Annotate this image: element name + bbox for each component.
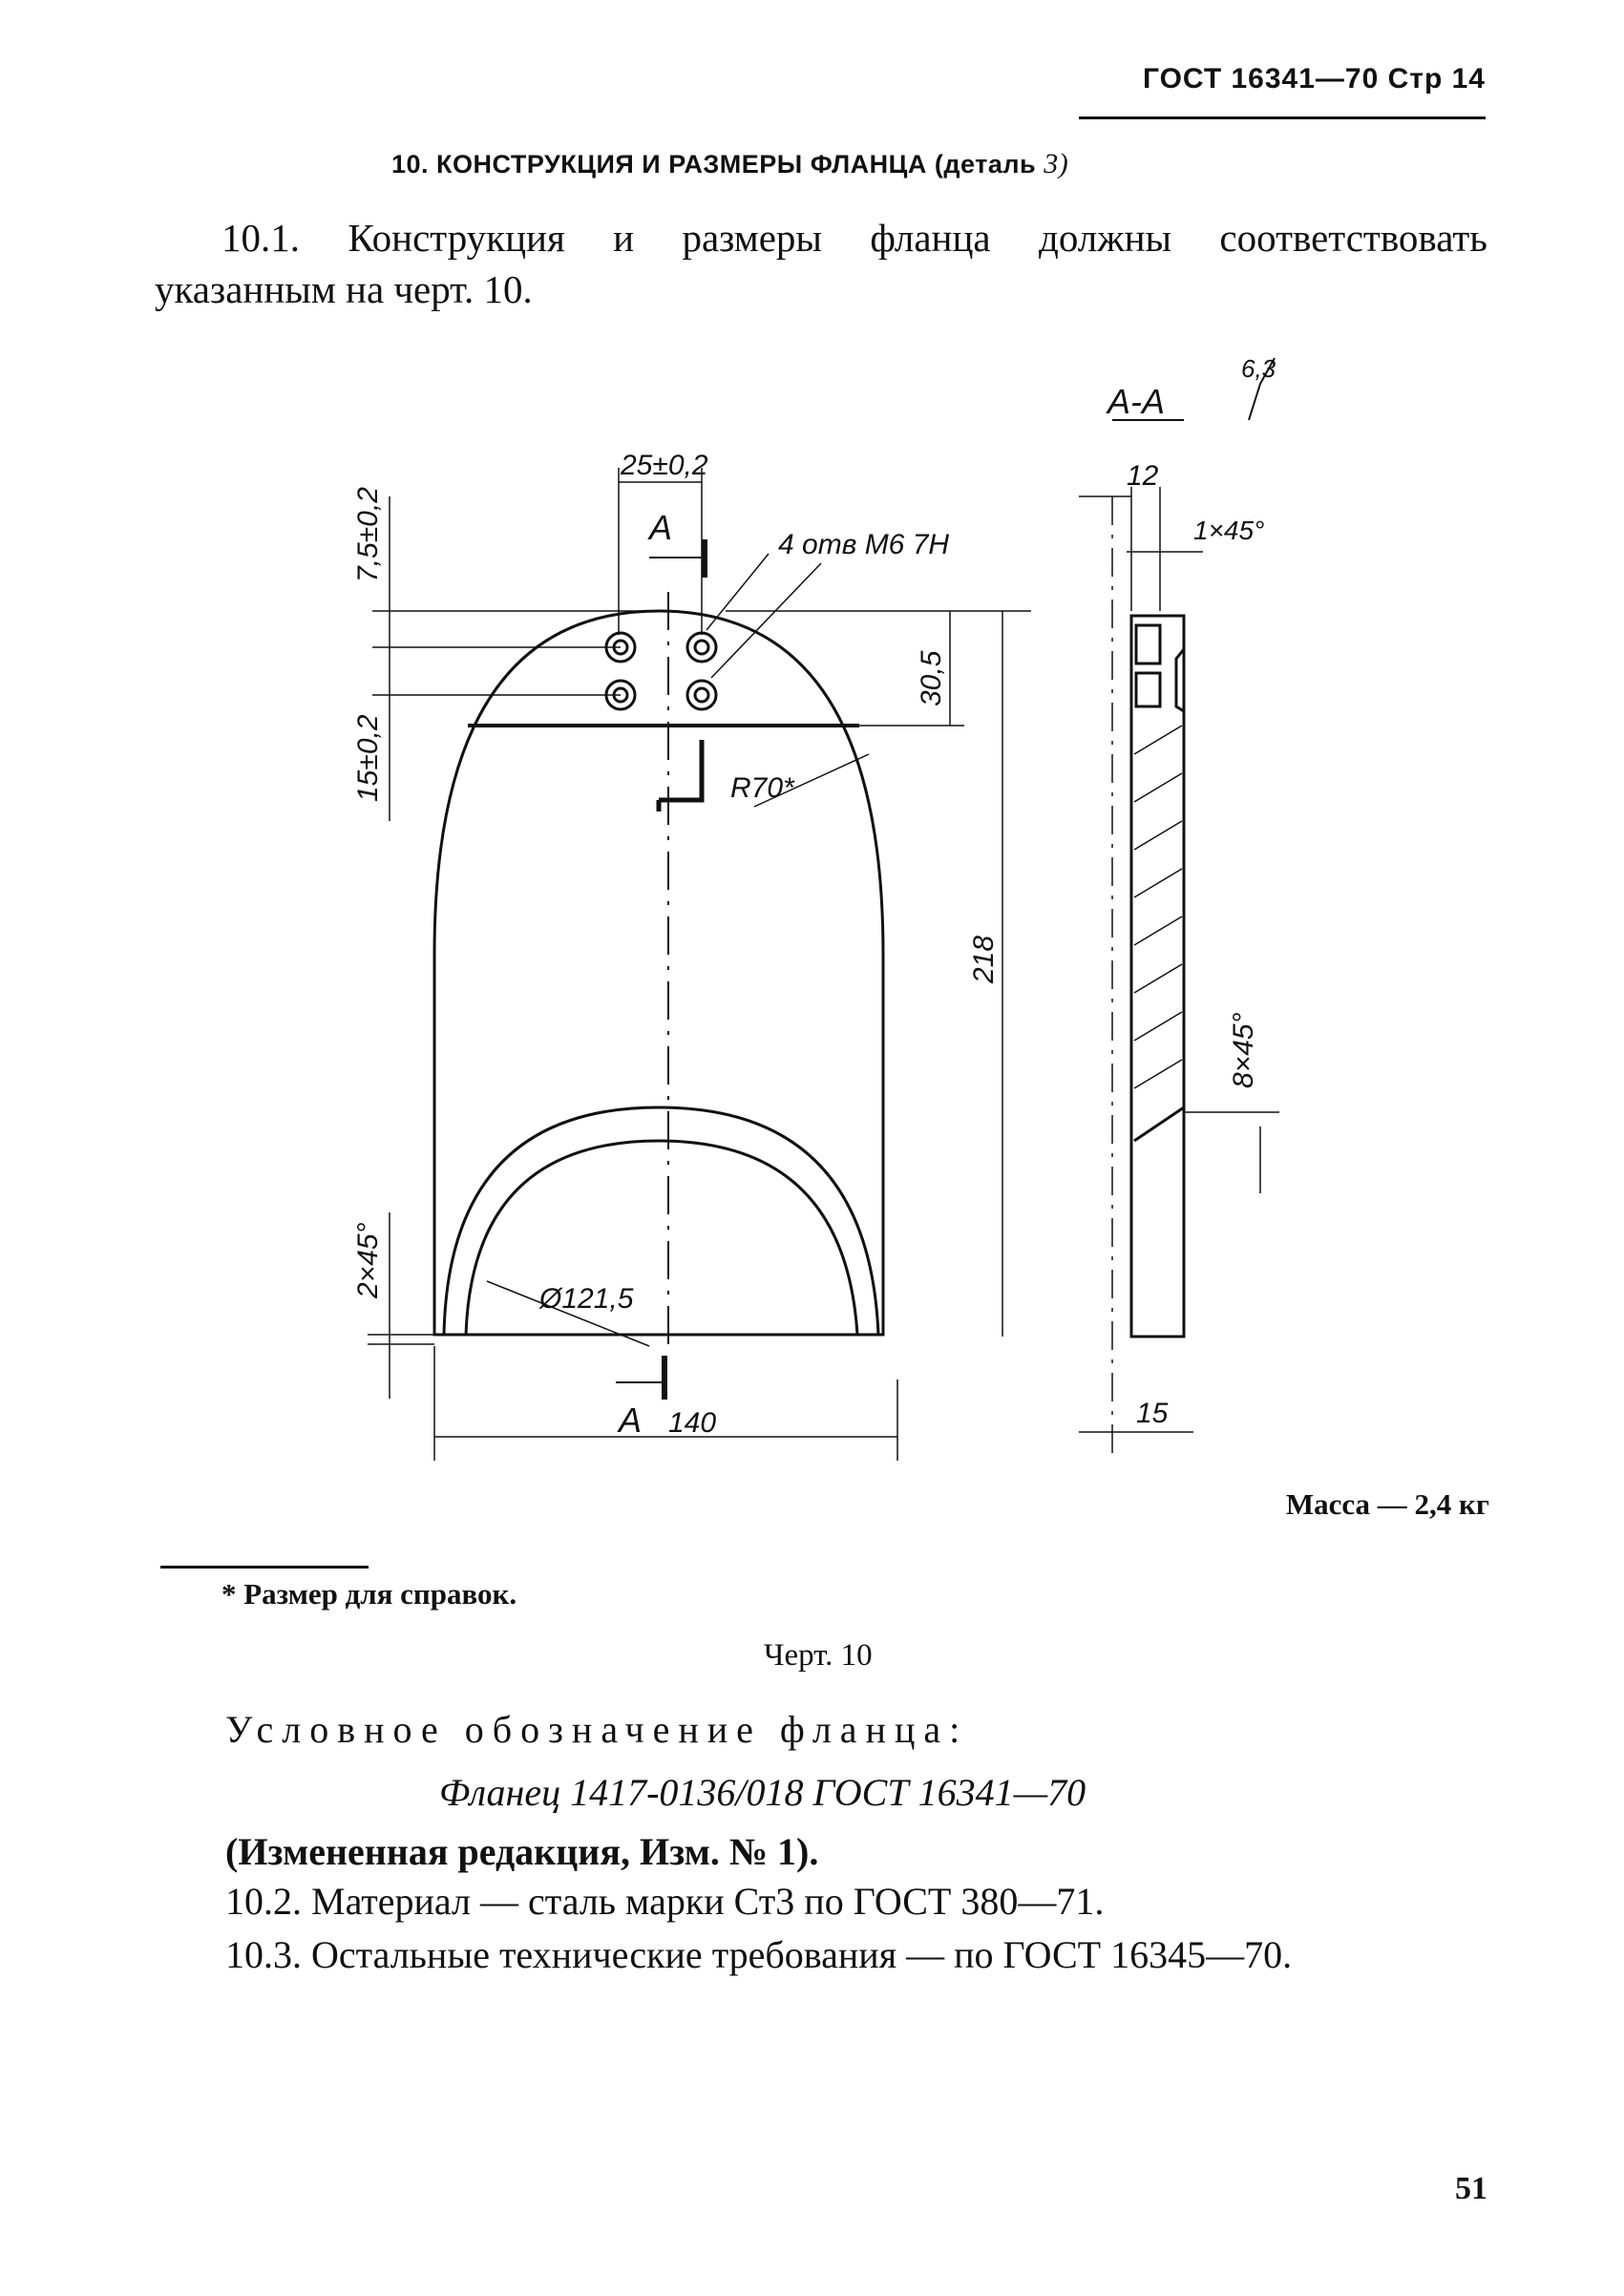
changed-edition-note: (Измененная редакция, Изм. № 1). bbox=[225, 1830, 819, 1873]
technical-drawing: 25±0,2 А 4 отв М6 7Н 7,5±0,2 15±0,2 30,5… bbox=[352, 354, 1279, 1461]
dim-width-half: 140 bbox=[668, 1407, 716, 1439]
figure-caption: Черт. 10 bbox=[764, 1638, 873, 1673]
paragraph-10-1-line2: указанным на черт. 10. bbox=[155, 267, 533, 311]
inner-arch-outer bbox=[442, 1106, 880, 1336]
mass-note: Масса — 2,4 кг bbox=[1285, 1487, 1489, 1521]
dim-height: 218 bbox=[968, 936, 1000, 984]
inner-arch-inner bbox=[464, 1139, 859, 1336]
designation-label: Условное обозначение фланца: bbox=[225, 1708, 969, 1751]
dim-segment: 30,5 bbox=[916, 650, 947, 706]
paragraph-10-1-line1: 10.1. Конструкция и размеры фланца должн… bbox=[221, 216, 1487, 260]
section-title-text: 10. КОНСТРУКЦИЯ И РАЗМЕРЫ ФЛАНЦА (деталь bbox=[391, 150, 1037, 179]
dim-hole-spacing: 15±0,2 bbox=[352, 714, 384, 802]
dim-thickness-top: 12 bbox=[1127, 460, 1159, 492]
cut-mark-bottom: А bbox=[617, 1401, 642, 1440]
dim-width-holes: 25±0,2 bbox=[620, 450, 708, 481]
dim-radius: R70* bbox=[730, 772, 795, 804]
section-title: 10. КОНСТРУКЦИЯ И РАЗМЕРЫ ФЛАНЦА (деталь… bbox=[391, 148, 1270, 180]
flange-outline bbox=[432, 609, 885, 1337]
cut-mark-top: А bbox=[647, 508, 672, 547]
section-view bbox=[1079, 357, 1279, 1461]
paragraph-10-2: 10.2. Материал — сталь марки Ст3 по ГОСТ… bbox=[225, 1880, 1105, 1923]
dim-chamfer-left: 2×45° bbox=[352, 1222, 384, 1299]
footnote: * Размер для справок. bbox=[221, 1577, 517, 1611]
holes bbox=[604, 631, 718, 711]
dim-thickness: 15 bbox=[1136, 1398, 1169, 1429]
section-label: А-А bbox=[1106, 382, 1165, 421]
designation: Фланец 1417-0136/018 ГОСТ 16341—70 bbox=[439, 1771, 1086, 1814]
roughness-value: 6,3 bbox=[1241, 354, 1276, 383]
page-number: 51 bbox=[1455, 2171, 1487, 2206]
cut-step bbox=[659, 740, 705, 803]
dim-top-offset: 7,5±0,2 bbox=[352, 487, 384, 582]
page-header: ГОСТ 16341—70 Стр 14 bbox=[1079, 63, 1486, 119]
holes-note: 4 отв М6 7Н bbox=[778, 529, 949, 560]
paragraph-10-1: 10.1. Конструкция и размеры фланца должн… bbox=[155, 212, 1487, 315]
section-part-number: 3) bbox=[1044, 148, 1069, 179]
dim-inner-diameter: Ø121,5 bbox=[538, 1283, 634, 1315]
footnote-rule bbox=[160, 1566, 369, 1569]
paragraph-10-3: 10.3. Остальные технические требования —… bbox=[225, 1933, 1293, 1976]
dim-chamfer-side: 8×45° bbox=[1228, 1012, 1259, 1088]
dim-chamfer-top: 1×45° bbox=[1193, 516, 1264, 545]
